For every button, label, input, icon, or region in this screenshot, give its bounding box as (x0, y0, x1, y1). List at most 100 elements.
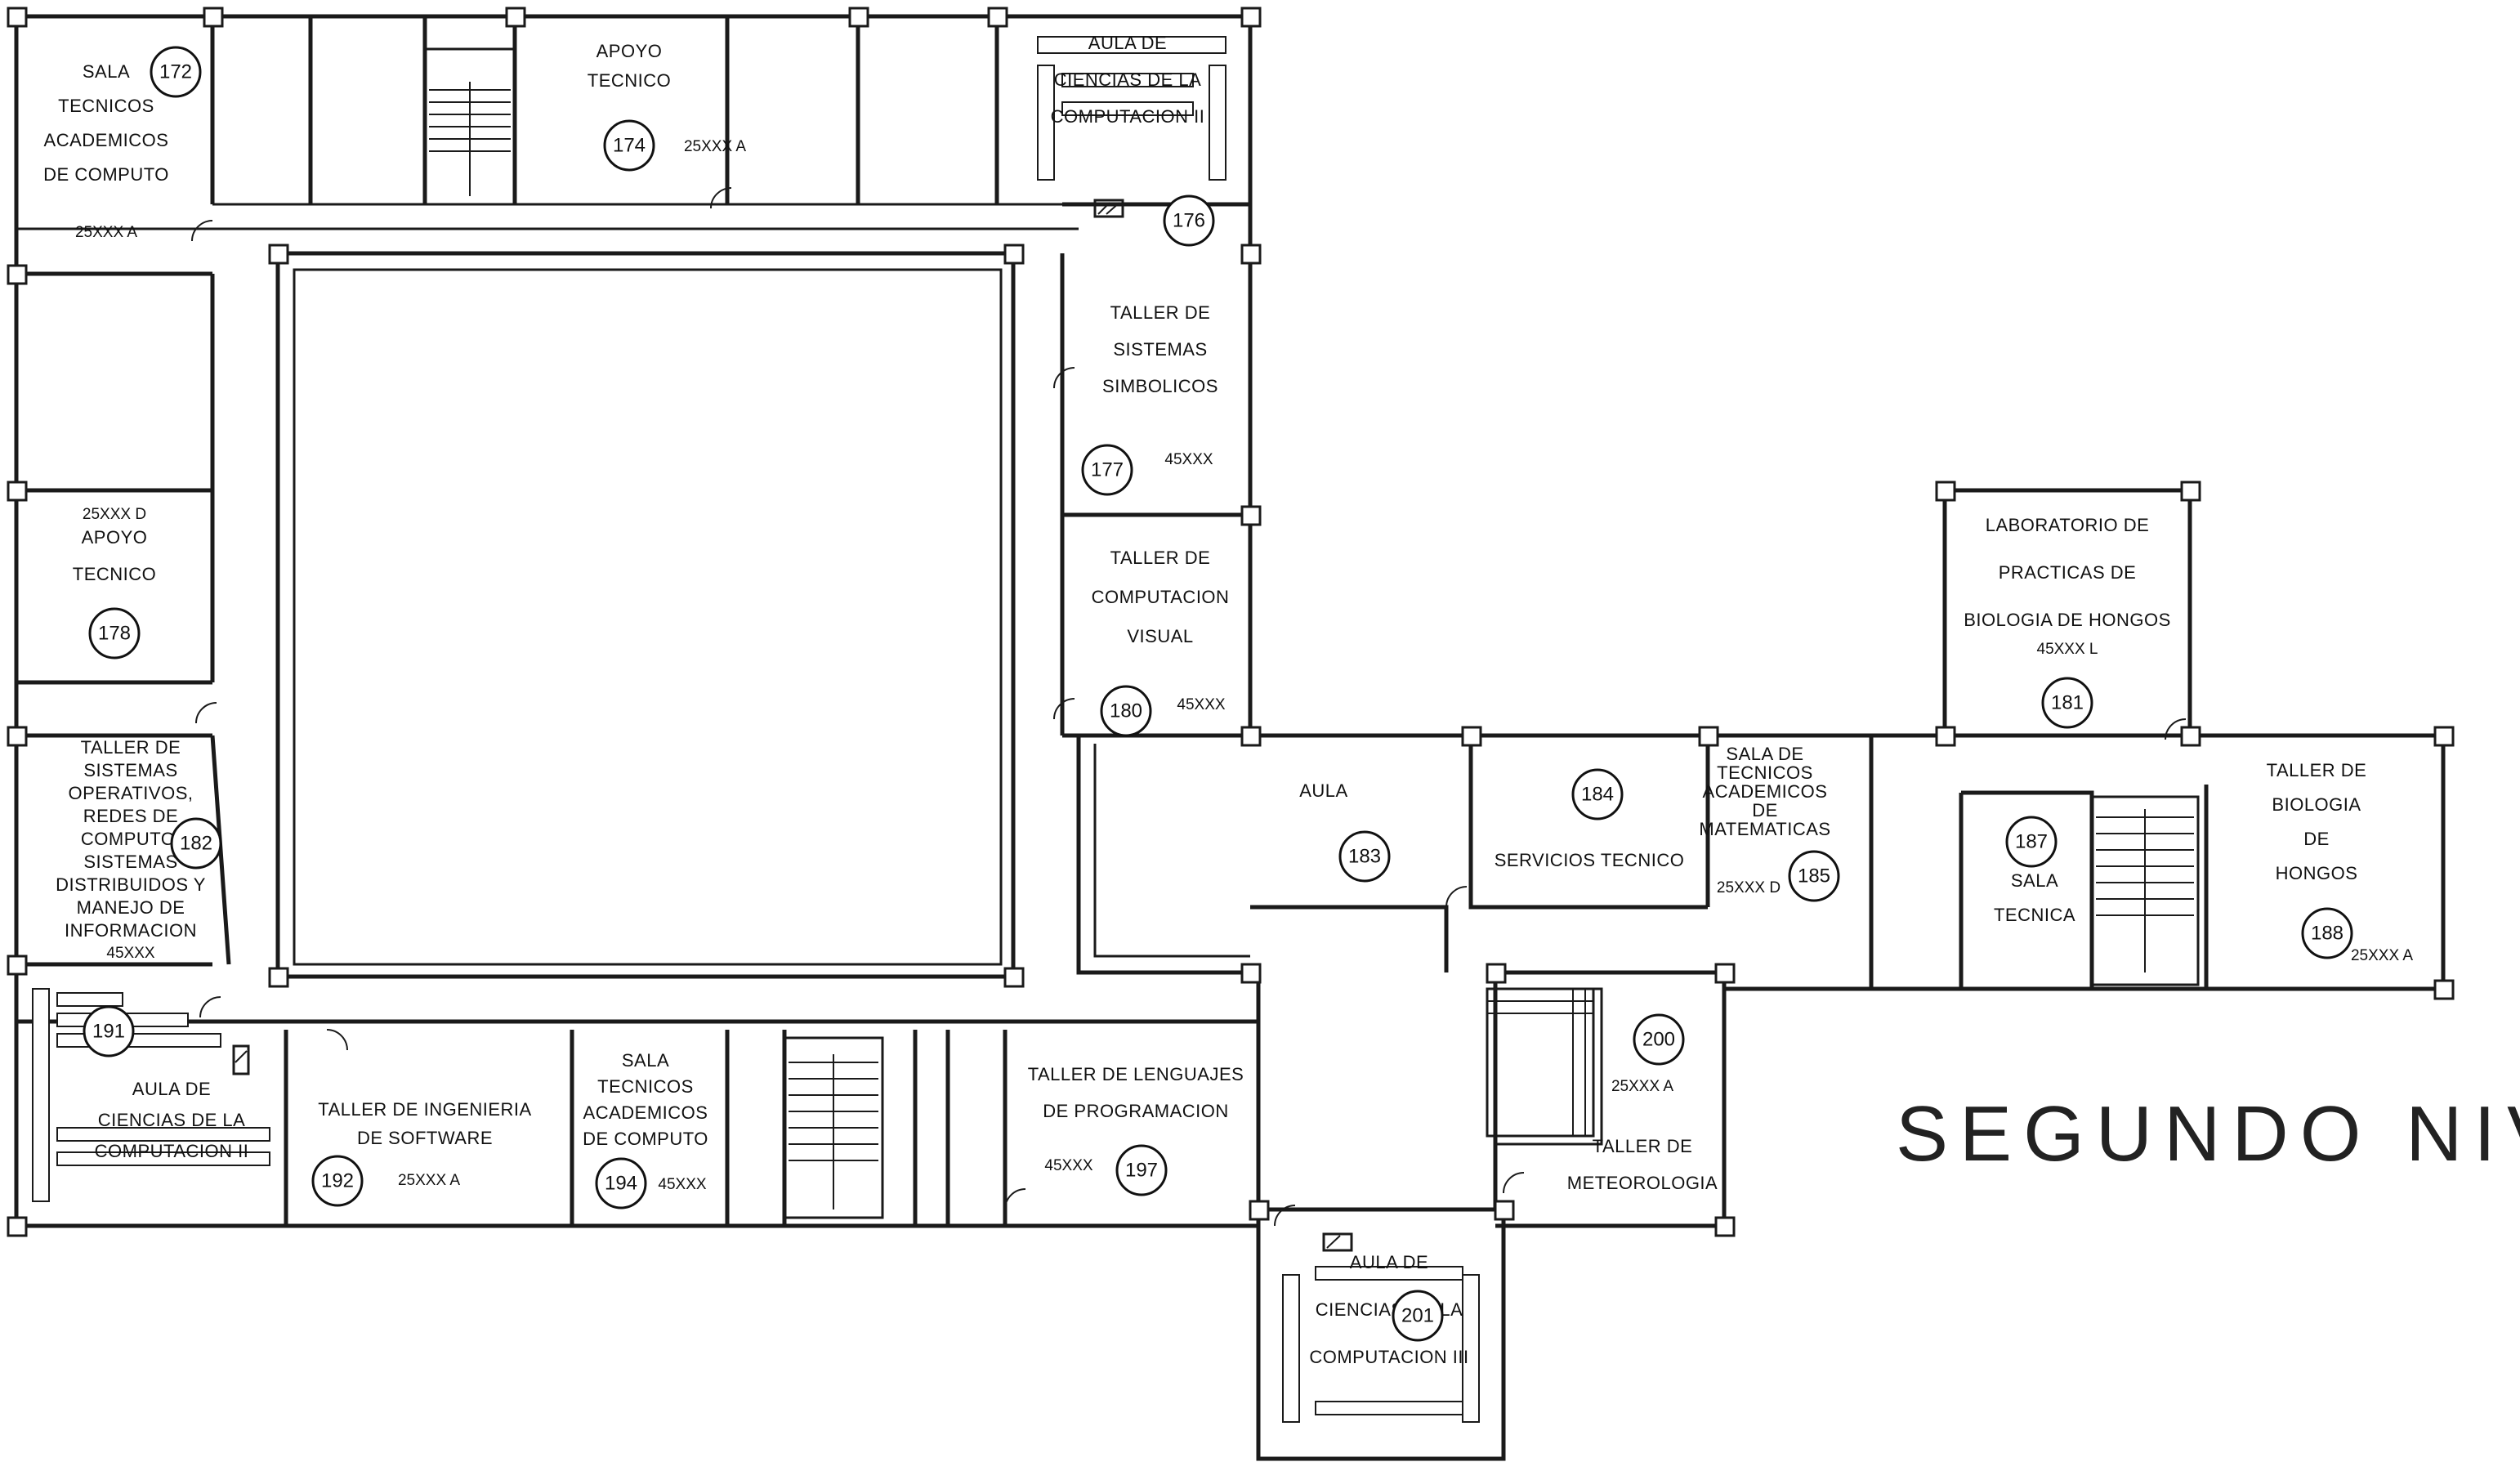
room-name-line: TALLER DE LENGUAJES (1028, 1064, 1244, 1084)
room-name-line: TALLER DE (1110, 302, 1211, 323)
level-title: SEGUNDO NIVEL (1896, 1090, 2520, 1178)
columns (7, 7, 2455, 1237)
room-number: 192 (321, 1170, 354, 1192)
room-number-circle (1338, 830, 1391, 883)
walls (14, 14, 2446, 1461)
room-number-circle (1163, 194, 1215, 247)
room-number-circle (83, 1005, 135, 1057)
room-number-circle (1115, 1144, 1168, 1196)
room-number-circle (1392, 1290, 1444, 1342)
room-number: 181 (2051, 692, 2084, 714)
room-name-line: BIOLOGIA DE HONGOS (1964, 610, 2171, 630)
room-number: 178 (98, 623, 131, 645)
room-name-line: APOYO (82, 527, 148, 548)
room-name-line: SISTEMAS (83, 852, 177, 872)
room-name-line: COMPUTO, (81, 829, 181, 849)
room-name-line: TECNICO (73, 564, 157, 584)
room-name-line: DE PROGRAMACION (1043, 1101, 1229, 1121)
room-name-line: VISUAL (1127, 626, 1193, 646)
doors (191, 187, 2187, 1227)
classroom-seating (32, 36, 1603, 1423)
room-code: 45XXX (1177, 696, 1225, 713)
room-name-line: PRACTICAS DE (1999, 562, 2137, 583)
room-185: SALA DETECNICOSACADEMICOSDEMATEMATICAS25… (1699, 744, 1840, 902)
room-name-line: APOYO (596, 41, 663, 61)
room-name-line: TECNICO (588, 70, 672, 91)
room-number-circle (311, 1155, 364, 1207)
room-name-line: CIENCIAS DE LA (98, 1110, 246, 1130)
room-code: 25XXX A (2351, 947, 2413, 964)
room-name-line: TALLER DE (81, 737, 181, 758)
room-name-line: AULA DE (132, 1079, 211, 1099)
room-name-line: SALA DE (1726, 744, 1803, 764)
room-number: 188 (2311, 923, 2344, 945)
room-name-line: TALLER DE (1110, 548, 1211, 568)
room-name-line: COMPUTACION II (95, 1141, 249, 1161)
room-name-line: DE SOFTWARE (357, 1128, 493, 1148)
room-182: TALLER DE SISTEMAS OPERATIVOS, REDES DE COMP… (56, 737, 222, 962)
room-number-circle (1081, 444, 1133, 496)
room-number: 200 (1642, 1029, 1675, 1051)
room-code: 25XXX A (75, 224, 137, 241)
room-name-line: COMPUTACION III (1309, 1347, 1468, 1367)
room-number: 180 (1110, 700, 1142, 722)
room-number-circle (88, 607, 141, 659)
room-number-circle (150, 46, 202, 98)
room-name-line: METEOROLOGIA (1567, 1173, 1718, 1193)
hatch-symbols (232, 199, 1353, 1252)
room-name-line: REDES DE (83, 806, 178, 826)
room-name-line: SIMBOLICOS (1102, 376, 1218, 396)
room-name-line: TECNICOS (1717, 762, 1813, 783)
room-number-circle (1788, 850, 1840, 902)
room-name-line: DE COMPUTO (43, 164, 169, 185)
room-name-line: SALA (622, 1050, 669, 1071)
room-name-line: CIENCIAS DE LA (1054, 69, 1202, 90)
room-code: 45XXX (1164, 451, 1213, 468)
room-number: 176 (1173, 210, 1205, 232)
room-code: 45XXX (658, 1176, 706, 1193)
room-name-line: INFORMACION (65, 920, 197, 941)
room-number-circle (2005, 816, 2058, 868)
room-name-line: TECNICOS (597, 1076, 694, 1097)
room-name-line: AULA DE (1350, 1252, 1428, 1272)
room-name-line: LABORATORIO DE (1986, 515, 2150, 535)
room-number-circle (2301, 907, 2353, 959)
room-code: 25XXX D (1717, 879, 1781, 896)
room-name-line: ACADEMICOS (1703, 781, 1828, 802)
room-number: 194 (605, 1173, 637, 1195)
room-name-line: AULA DE (1088, 33, 1167, 53)
room-name-line: SALA (83, 61, 130, 82)
room-name-line: TECNICOS (58, 96, 154, 116)
room-number-circle (170, 817, 222, 870)
room-181: LABORATORIO DE PRACTICAS DE BIOLOGIA DE HO… (1964, 515, 2171, 729)
room-name-line: ACADEMICOS (44, 130, 169, 150)
room-number: 187 (2015, 831, 2048, 853)
room-name-line: OPERATIVOS, (68, 783, 193, 803)
room-name-line: TALLER DE (2267, 760, 2367, 780)
room-number-circle (1100, 685, 1152, 737)
room-name-line: ACADEMICOS (583, 1102, 708, 1123)
room-name-line: MATEMATICAS (1699, 819, 1830, 839)
room-number: 197 (1125, 1160, 1158, 1182)
room-name-line: SALA (2011, 870, 2058, 891)
room-code: 25XXX A (1611, 1078, 1673, 1095)
room-code: 45XXX (106, 945, 154, 962)
room-number: 185 (1798, 865, 1830, 888)
room-number-circle (2041, 677, 2093, 729)
room-code: 25XXX A (398, 1172, 460, 1189)
